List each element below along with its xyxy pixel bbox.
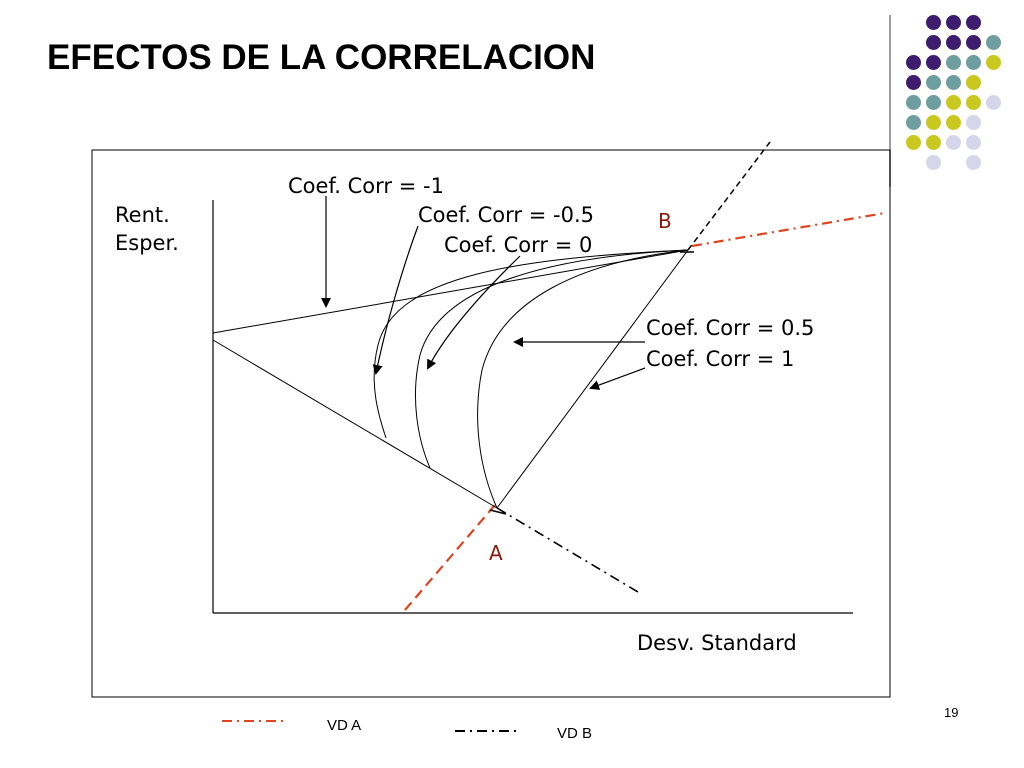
decorative-dot (926, 115, 941, 130)
vd-b-line-lower (496, 507, 639, 593)
vd-b-line-upper (687, 141, 771, 251)
y-axis-label-line1: Rent. (115, 203, 170, 227)
arrow-corr-minus-05 (372, 225, 419, 375)
decorative-dot (986, 35, 1001, 50)
corr-05-curve (477, 249, 689, 509)
label-corr-1: Coef. Corr = 1 (646, 347, 794, 371)
decorative-dot (926, 15, 941, 30)
vd-a-line-lower (404, 504, 496, 611)
decorative-dot (926, 155, 941, 170)
decorative-dot (946, 95, 961, 110)
decorative-dot (946, 115, 961, 130)
decorative-dot (986, 95, 1001, 110)
decorative-dot (946, 75, 961, 90)
label-corr-minus-05: Coef. Corr = -0.5 (418, 203, 594, 227)
y-axis-label-line2: Esper. (115, 231, 179, 255)
vd-a-line-upper (691, 211, 886, 248)
decorative-divider (889, 15, 891, 187)
page-number: 19 (944, 705, 959, 720)
decorative-dot (906, 75, 921, 90)
point-b-label: B (658, 209, 672, 233)
decorative-dot (926, 35, 941, 50)
legend-vd-b-label: VD B (557, 725, 593, 742)
decorative-dot (986, 55, 1001, 70)
decorative-dot (966, 35, 981, 50)
corr-minus-05-curve (373, 249, 689, 439)
decorative-dot (966, 15, 981, 30)
decorative-dot (906, 55, 921, 70)
decorative-dot (966, 55, 981, 70)
point-a-marker (489, 509, 507, 515)
label-corr-minus-1: Coef. Corr = -1 (288, 174, 444, 198)
corr-0-curve (415, 249, 689, 469)
legend-vd-a-label: VD A (327, 717, 362, 734)
decorative-dot (946, 35, 961, 50)
decorative-dot (906, 115, 921, 130)
point-a-label: A (489, 541, 503, 565)
slide-title: EFECTOS DE LA CORRELACION (47, 38, 596, 77)
diagram-frame (91, 149, 891, 698)
decorative-dot (906, 135, 921, 150)
decorative-dot (966, 75, 981, 90)
label-corr-05: Coef. Corr = 0.5 (646, 316, 814, 340)
decorative-dot (966, 135, 981, 150)
decorative-dot (966, 95, 981, 110)
decorative-dot (926, 55, 941, 70)
decorative-dot (946, 15, 961, 30)
decorative-dot (906, 95, 921, 110)
decorative-dot (926, 75, 941, 90)
corr-1-line (496, 249, 689, 509)
decorative-dot (946, 135, 961, 150)
label-corr-0: Coef. Corr = 0 (444, 233, 592, 257)
decorative-dot (966, 155, 981, 170)
arrow-corr-0 (427, 255, 521, 370)
arrow-corr-1 (589, 367, 646, 390)
decorative-dot (926, 135, 941, 150)
decorative-dot (926, 95, 941, 110)
decorative-dot (966, 115, 981, 130)
corr-minus-1-lower-line (212, 339, 498, 509)
x-axis-label: Desv. Standard (637, 631, 797, 655)
decorative-dot (946, 55, 961, 70)
corr-minus-1-upper-line (212, 249, 689, 334)
